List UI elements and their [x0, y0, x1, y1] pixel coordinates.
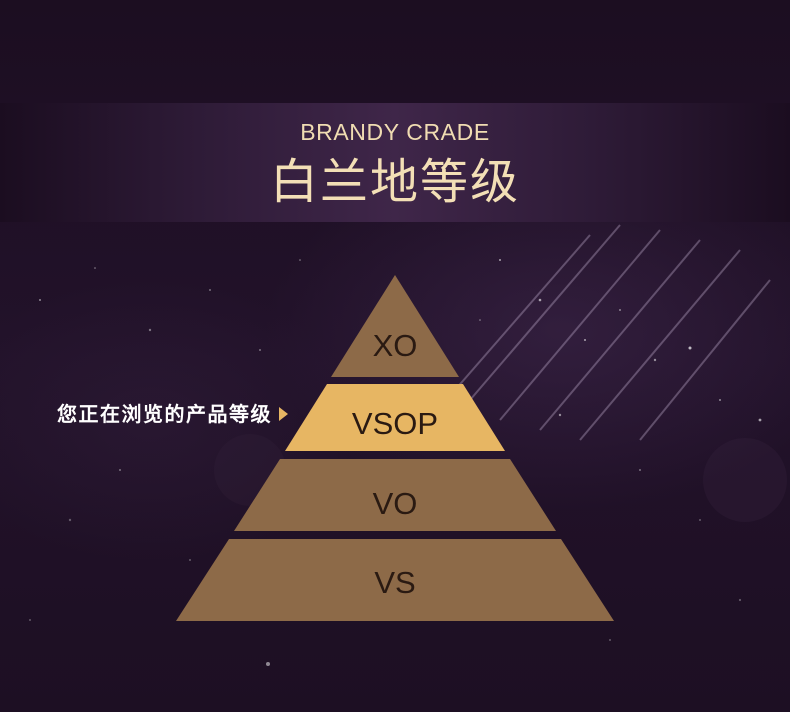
tier-label-vsop: VSOP [352, 406, 438, 441]
pyramid-tier-vs [176, 539, 614, 621]
header-band [0, 103, 790, 222]
tier-label-vs: VS [374, 565, 415, 600]
stars [29, 259, 762, 666]
current-grade-pointer-label: 您正在浏览的产品等级 [57, 404, 272, 426]
triangle-right-icon [279, 407, 288, 421]
page-title: 白兰地等级 [269, 156, 520, 209]
tier-label-vo: VO [373, 486, 418, 521]
pyramid-tier-vsop [285, 384, 505, 451]
pyramid-tier-xo [331, 275, 459, 377]
subtitle-en: BRANDY CRADE [300, 119, 490, 145]
light-streaks [454, 224, 771, 441]
bokeh-circle [703, 438, 787, 522]
pyramid-tier-vo [234, 459, 556, 531]
tier-label-xo: XO [373, 328, 418, 363]
